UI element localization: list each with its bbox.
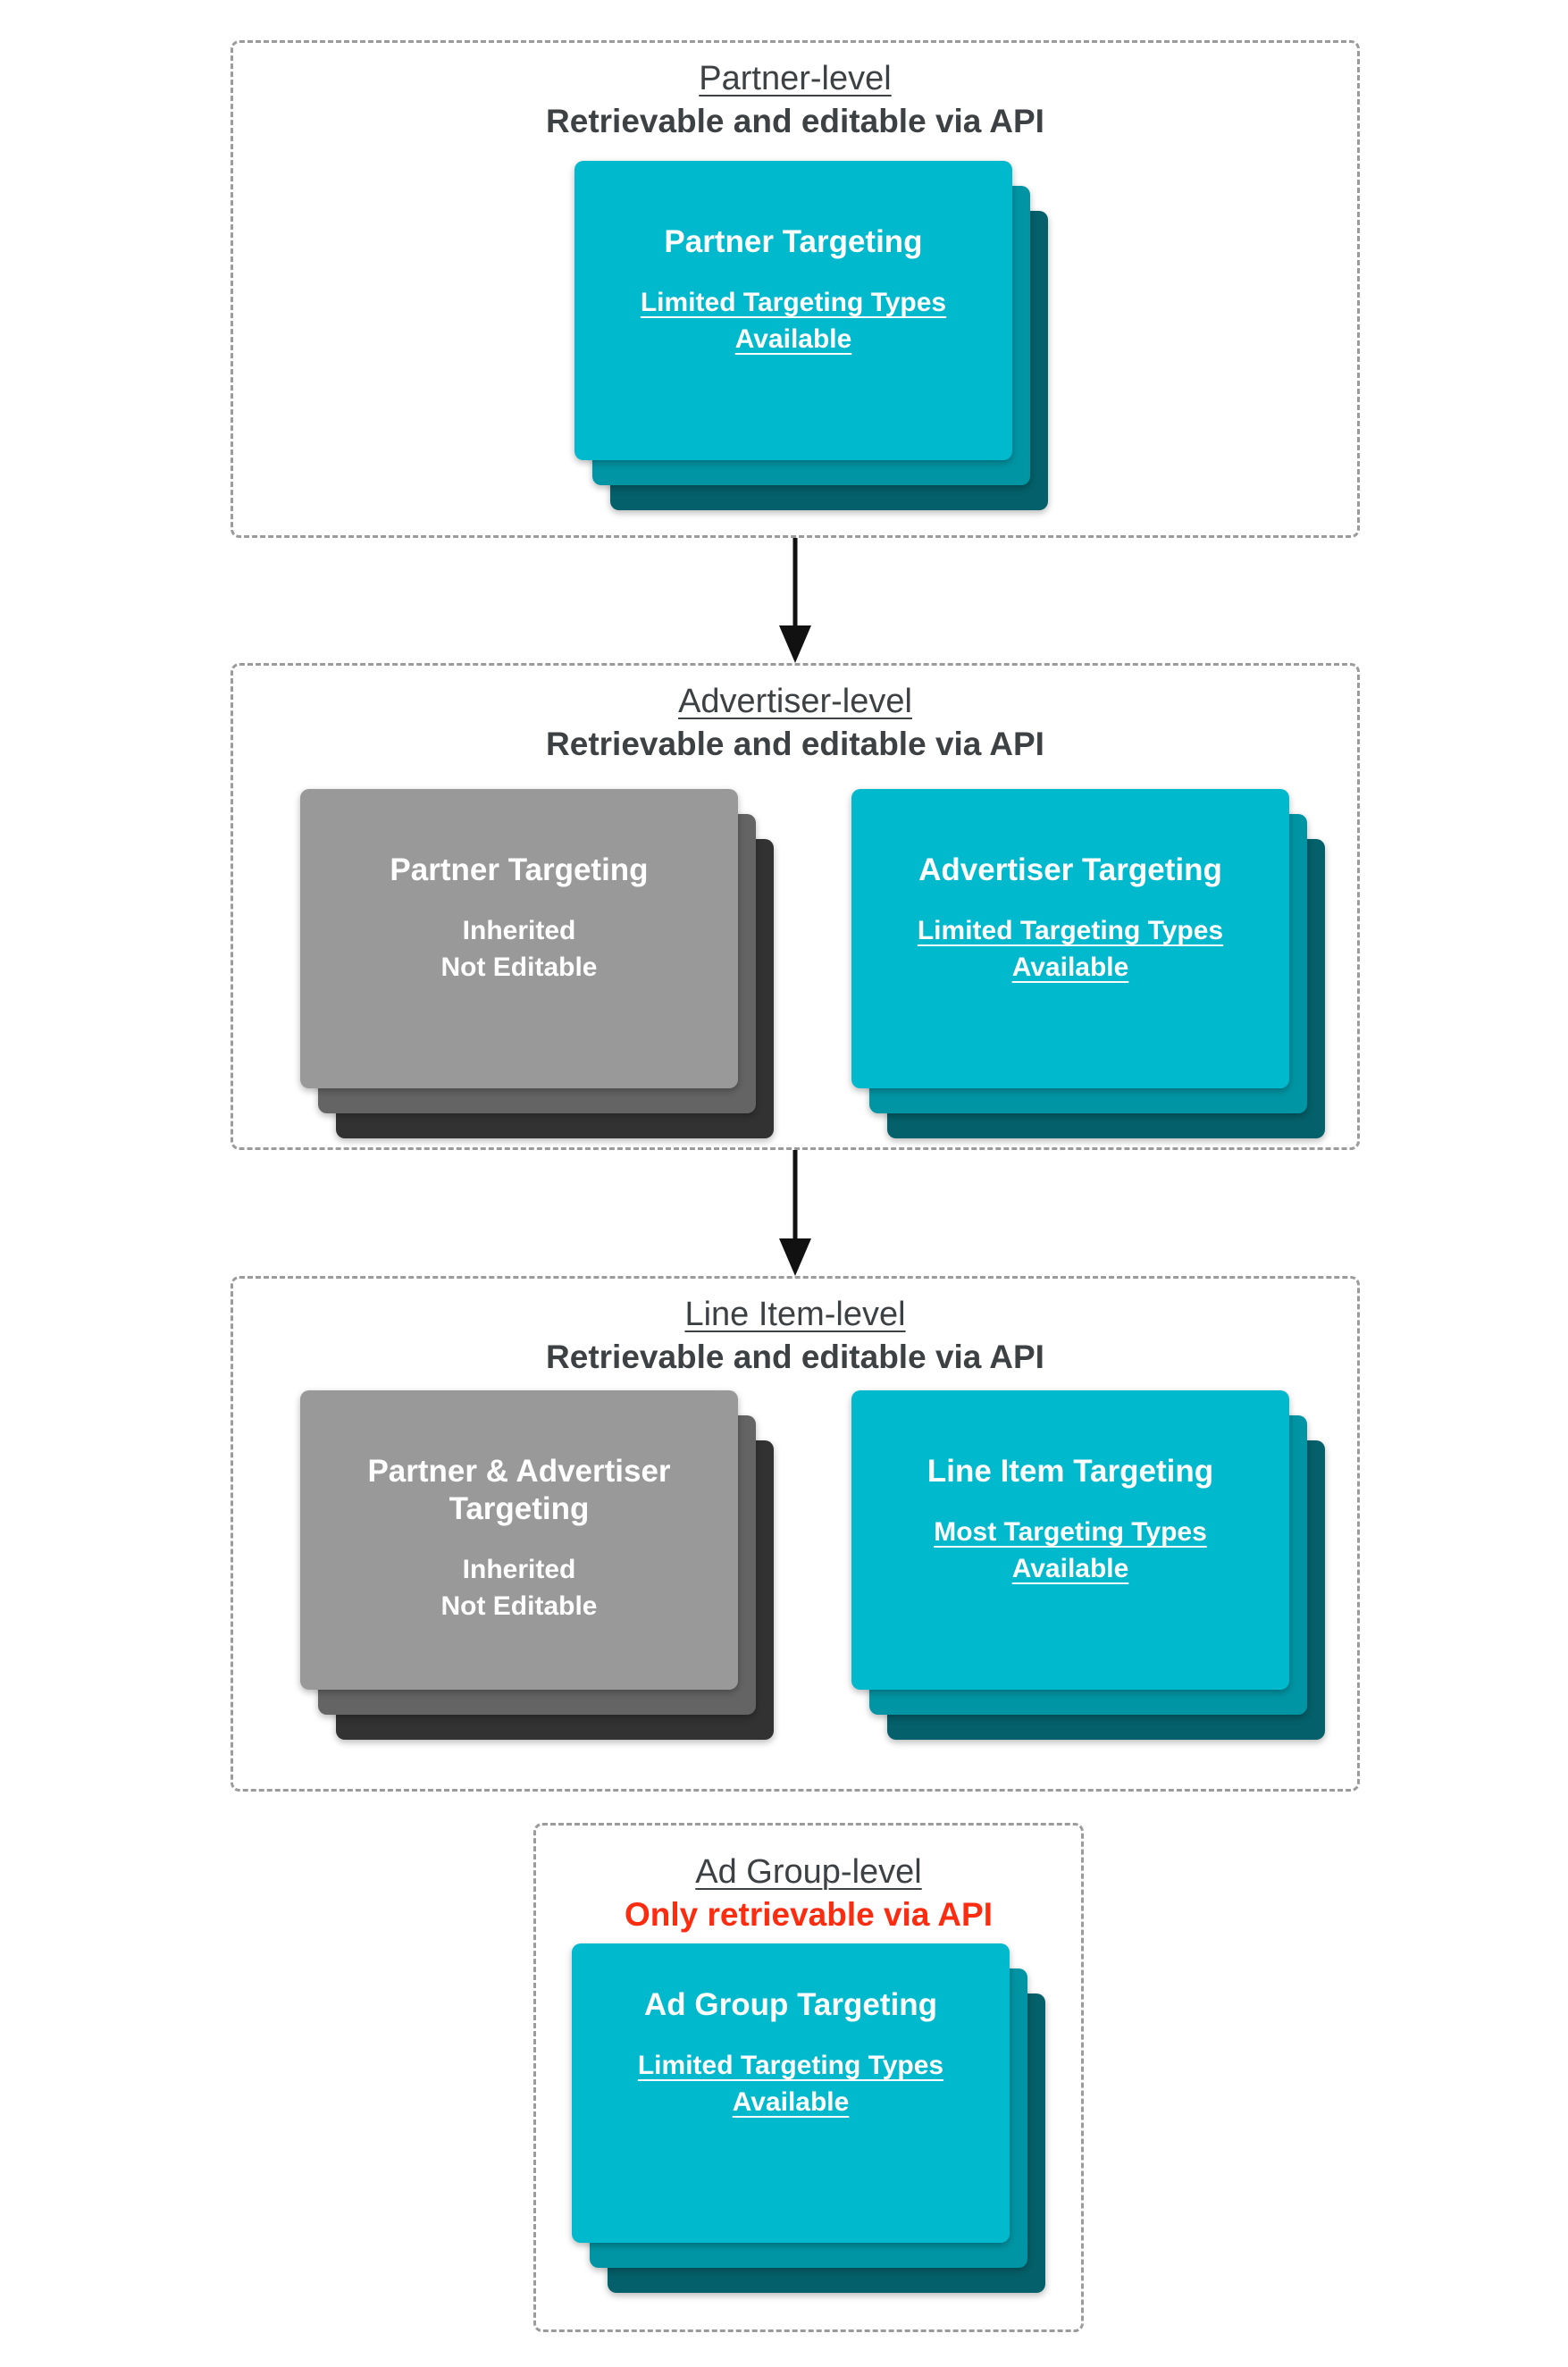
- card-subtitle-line: Limited Targeting Types: [637, 2051, 944, 2080]
- card-line-item-targeting: Line Item Targeting Most Targeting Types…: [851, 1390, 1289, 1690]
- card-stack-advertiser-targeting: Advertiser Targeting Limited Targeting T…: [851, 789, 1325, 1138]
- flow-arrow-partner-to-advertiser: [779, 538, 811, 663]
- card-subtitle-line: Not Editable: [440, 953, 598, 982]
- section-title: Ad Group-level: [695, 1853, 922, 1891]
- section-title: Advertiser-level: [678, 683, 912, 720]
- card-advertiser-targeting: Advertiser Targeting Limited Targeting T…: [851, 789, 1289, 1088]
- card-stack-line-item-targeting: Line Item Targeting Most Targeting Types…: [851, 1390, 1325, 1740]
- arrow-head-icon: [779, 625, 811, 663]
- card-subtitle-line: Inherited: [462, 916, 576, 945]
- section-subtitle-alert: Only retrievable via API: [625, 1896, 993, 1933]
- card-content: Partner Targeting Inherited Not Editable: [300, 789, 738, 1088]
- flow-arrow-advertiser-to-line-item: [779, 1150, 811, 1276]
- card-subtitle: Limited Targeting Types Available: [873, 912, 1268, 986]
- card-title: Line Item Targeting: [927, 1454, 1214, 1489]
- section-line-item-level: Line Item-level Retrievable and editable…: [231, 1276, 1360, 1792]
- card-subtitle-line: Not Editable: [440, 1591, 598, 1621]
- card-content: Advertiser Targeting Limited Targeting T…: [851, 789, 1289, 1088]
- section-title: Line Item-level: [684, 1296, 906, 1333]
- section-subtitle: Retrievable and editable via API: [546, 103, 1044, 139]
- card-stack-partner-targeting-inherited: Partner Targeting Inherited Not Editable: [300, 789, 774, 1138]
- card-content: Partner Targeting Limited Targeting Type…: [574, 161, 1012, 460]
- card-stack-ad-group-targeting: Ad Group Targeting Limited Targeting Typ…: [572, 1943, 1045, 2293]
- card-subtitle: Limited Targeting Types Available: [596, 284, 991, 357]
- card-subtitle: Inherited Not Editable: [322, 912, 717, 986]
- card-stack-partner-targeting: Partner Targeting Limited Targeting Type…: [574, 161, 1048, 510]
- arrow-shaft: [792, 1150, 798, 1240]
- card-subtitle-line: Limited Targeting Types: [640, 288, 947, 317]
- section-ad-group-level: Ad Group-level Only retrievable via API …: [533, 1823, 1084, 2332]
- card-partner-advertiser-targeting: Partner & Advertiser Targeting Inherited…: [300, 1390, 738, 1690]
- card-subtitle-line: Inherited: [462, 1555, 576, 1584]
- card-subtitle: Limited Targeting Types Available: [593, 2047, 988, 2120]
- card-stack-partner-advertiser-targeting: Partner & Advertiser Targeting Inherited…: [300, 1390, 774, 1740]
- card-subtitle-line: Available: [734, 324, 852, 354]
- card-subtitle: Inherited Not Editable: [322, 1551, 717, 1624]
- card-subtitle-line: Available: [732, 2087, 850, 2117]
- card-partner-targeting-inherited: Partner Targeting Inherited Not Editable: [300, 789, 738, 1088]
- card-title: Ad Group Targeting: [644, 1987, 937, 2022]
- section-subtitle: Retrievable and editable via API: [546, 1339, 1044, 1375]
- arrow-shaft: [792, 538, 798, 627]
- section-advertiser-level: Advertiser-level Retrievable and editabl…: [231, 663, 1360, 1150]
- card-title: Partner Targeting: [390, 852, 649, 887]
- card-subtitle: Most Targeting Types Available: [873, 1514, 1268, 1587]
- card-content: Ad Group Targeting Limited Targeting Typ…: [572, 1943, 1010, 2243]
- card-subtitle-line: Available: [1011, 953, 1129, 982]
- card-title: Partner Targeting: [664, 224, 923, 259]
- section-partner-level: Partner-level Retrievable and editable v…: [231, 40, 1360, 538]
- card-subtitle-line: Limited Targeting Types: [917, 916, 1224, 945]
- card-content: Line Item Targeting Most Targeting Types…: [851, 1390, 1289, 1690]
- card-content: Partner & Advertiser Targeting Inherited…: [300, 1390, 738, 1690]
- section-title: Partner-level: [699, 60, 892, 97]
- section-subtitle: Retrievable and editable via API: [546, 726, 1044, 762]
- card-subtitle-line: Most Targeting Types: [934, 1517, 1207, 1547]
- card-title: Partner & Advertiser Targeting: [367, 1454, 671, 1526]
- card-ad-group-targeting: Ad Group Targeting Limited Targeting Typ…: [572, 1943, 1010, 2243]
- arrow-head-icon: [779, 1238, 811, 1276]
- card-partner-targeting: Partner Targeting Limited Targeting Type…: [574, 161, 1012, 460]
- card-title: Advertiser Targeting: [918, 852, 1222, 887]
- card-subtitle-line: Available: [1011, 1554, 1129, 1583]
